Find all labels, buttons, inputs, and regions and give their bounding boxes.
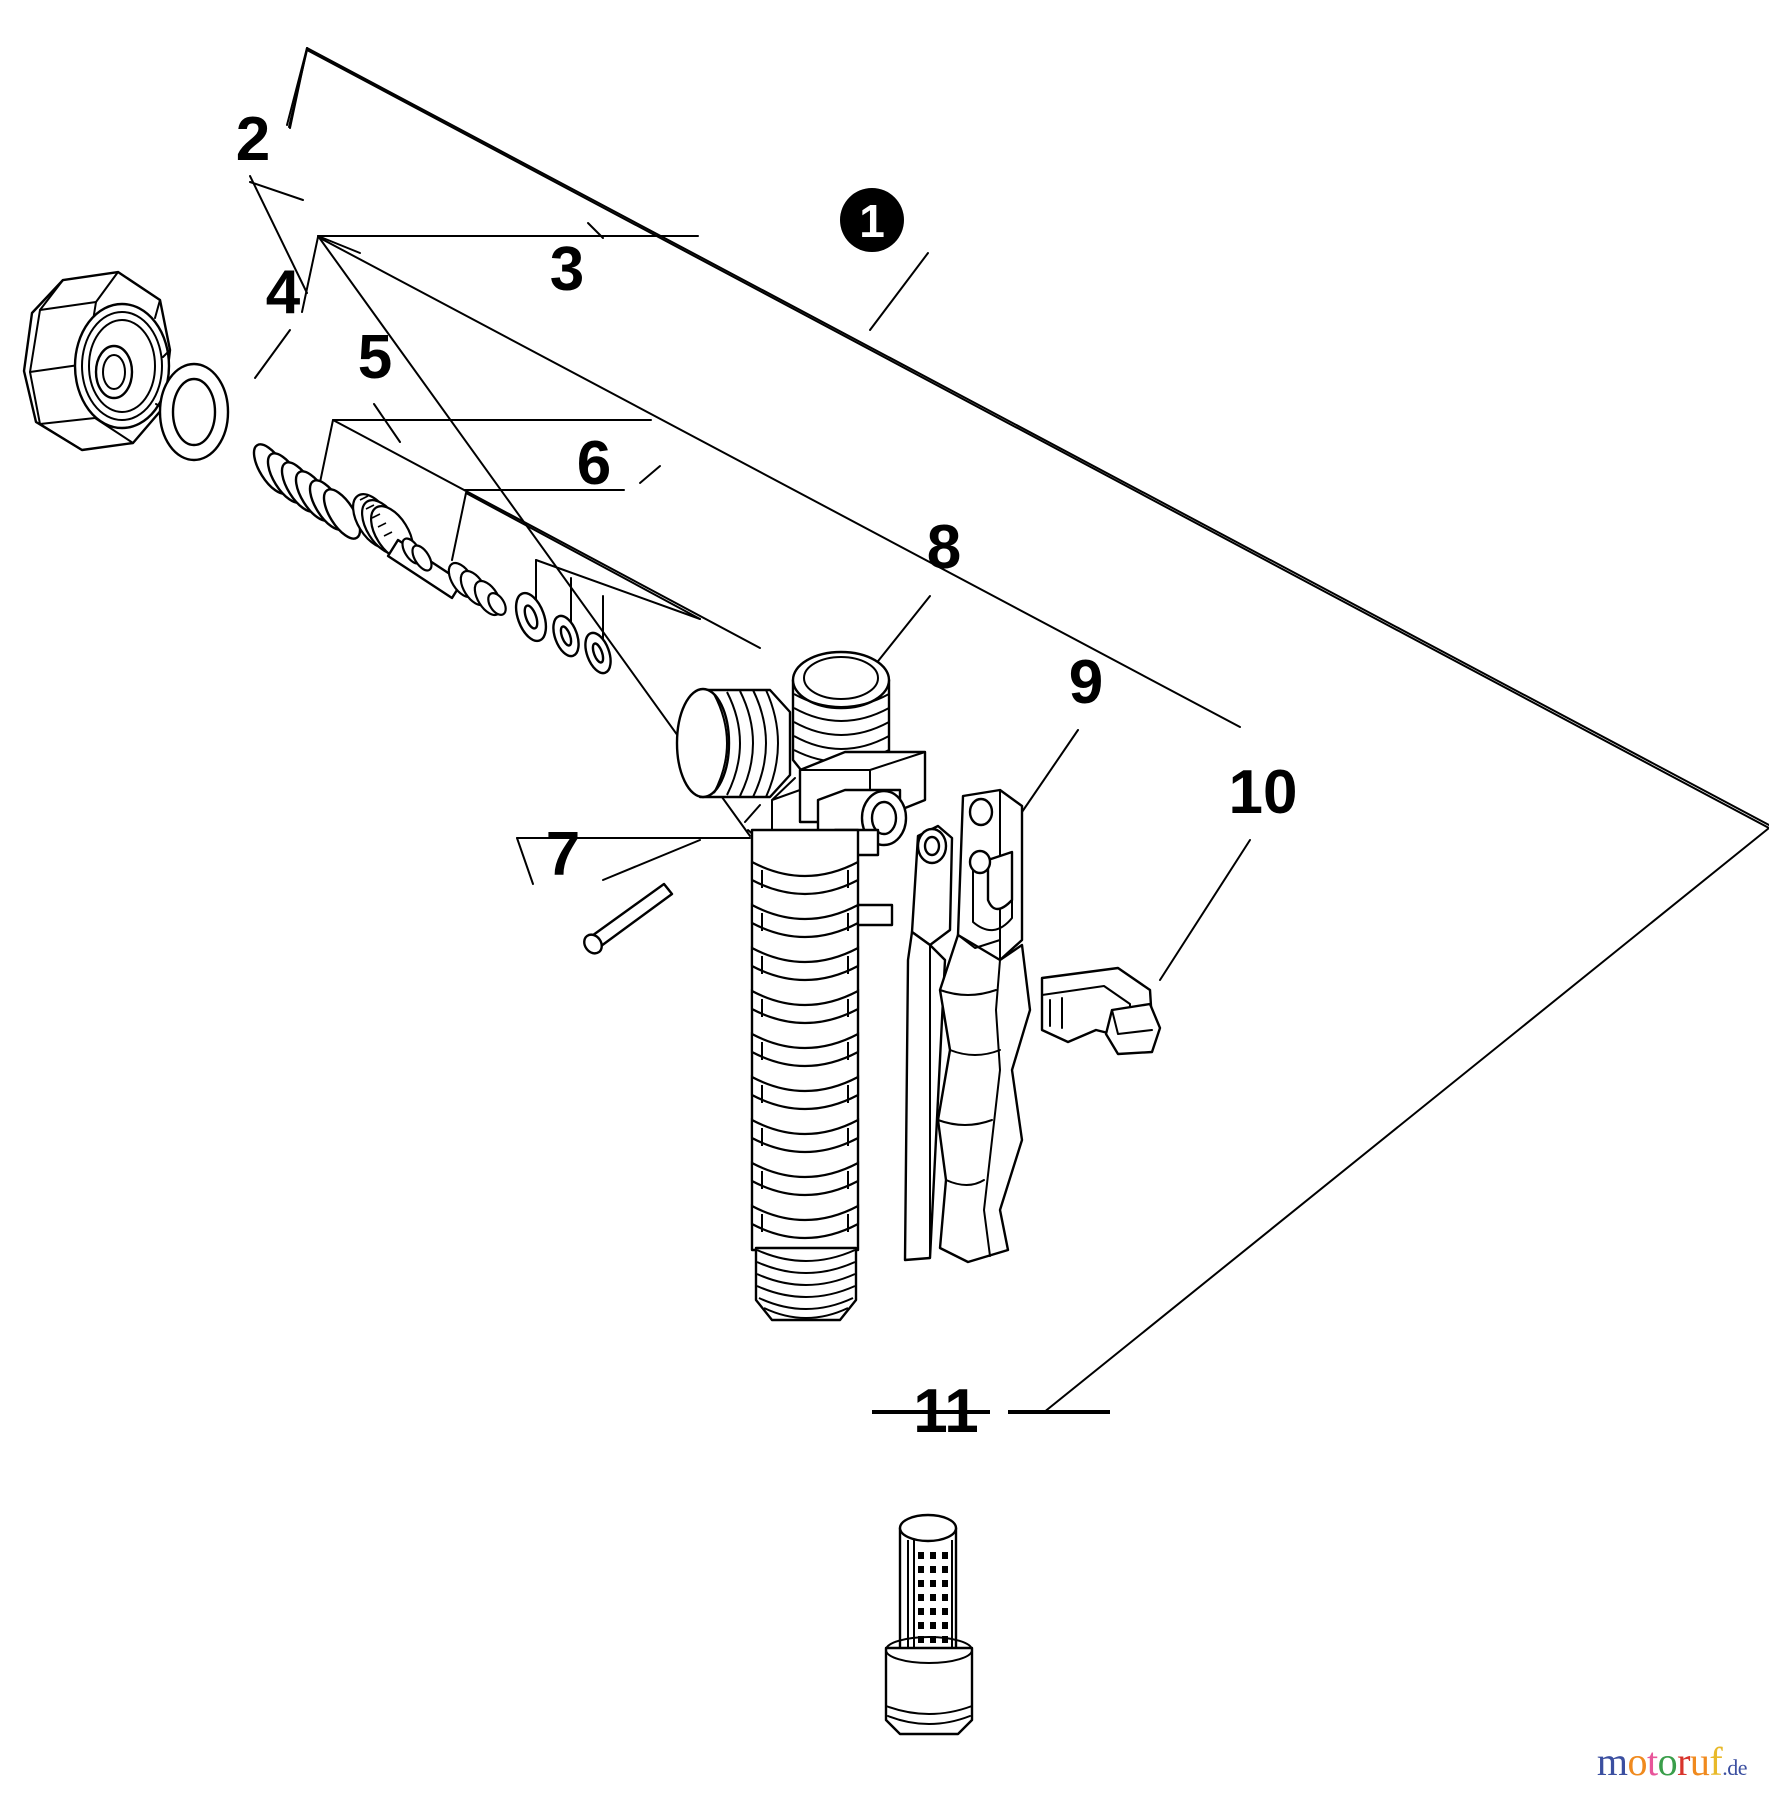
b10-corner [1042, 827, 1769, 1414]
valve-outlet-thread [754, 1246, 858, 1322]
leader-7 [602, 839, 701, 881]
leader-4 [254, 329, 291, 379]
callout-11-label: 11 [913, 1377, 979, 1446]
callout-1-circle [840, 188, 904, 252]
watermark-motoruf: motoruf.de [1596, 1739, 1748, 1784]
part-valve-stem [351, 493, 612, 675]
trigger-lever [903, 824, 954, 1262]
b5-diag [332, 419, 761, 649]
b1-main [288, 49, 308, 128]
watermark-suffix: .de [1722, 1755, 1747, 1780]
bracket-group [249, 47, 1769, 885]
callout-labels: 1 2 3 4 5 6 7 8 9 10 11 [236, 105, 1298, 1446]
part-coupling-nut [22, 270, 172, 452]
callout-5-label: 5 [358, 323, 392, 392]
watermark-letter-t: t [1646, 1739, 1658, 1784]
watermark-letter-m: m [1596, 1739, 1628, 1784]
valve-barrel [750, 828, 894, 1252]
b3-diag [317, 236, 1241, 728]
b6-left [451, 492, 467, 561]
callout-6-label: 6 [577, 429, 611, 498]
watermark-letter-o2: o [1657, 1739, 1678, 1784]
leader-3 [587, 222, 604, 239]
b6-diag [465, 492, 701, 620]
b2-leader [249, 175, 308, 294]
b3-left [301, 236, 319, 313]
callout-8-label: 8 [927, 513, 961, 582]
bracket-lines-accurate [249, 49, 1769, 885]
watermark-letter-r: r [1677, 1739, 1690, 1784]
valve-inlet [675, 687, 792, 799]
part-valve-body [675, 650, 927, 1322]
part-o-ring [158, 362, 230, 462]
leader-6 [639, 465, 661, 484]
watermark-letter-o1: o [1627, 1739, 1647, 1784]
part-spring [252, 443, 362, 540]
leader-1 [869, 252, 929, 331]
b6-top-bar [535, 559, 701, 620]
b7-corner [516, 837, 534, 885]
leader-9 [1021, 729, 1079, 813]
callout-7-label: 7 [546, 820, 580, 889]
leader-10 [1159, 839, 1251, 981]
part-washers [514, 591, 612, 675]
part-filter-screen [884, 1513, 974, 1736]
callout-9-label: 9 [1069, 648, 1103, 717]
watermark-letter-f: f [1709, 1739, 1723, 1784]
part-trigger-lock [1040, 966, 1162, 1056]
callout-1-label: 1 [859, 195, 885, 247]
part-trigger-handle [903, 788, 1032, 1264]
watermark-letter-u: u [1689, 1739, 1710, 1784]
handle-body [936, 788, 1032, 1264]
callout-3-label: 3 [550, 235, 584, 304]
bracket-10-group [1009, 827, 1769, 1414]
bracket-1 [306, 47, 1769, 826]
mesh-pattern [918, 1552, 948, 1643]
b5-left [317, 419, 334, 493]
callout-2-label: 2 [236, 105, 270, 174]
leader-5 [373, 403, 401, 443]
leader-2 [249, 181, 304, 201]
bracket-3-edge [317, 235, 361, 254]
b1-diag [306, 49, 1769, 829]
callout-10-label: 10 [1229, 758, 1298, 827]
part-roll-pin [583, 882, 674, 955]
callout-4-label: 4 [266, 258, 301, 327]
